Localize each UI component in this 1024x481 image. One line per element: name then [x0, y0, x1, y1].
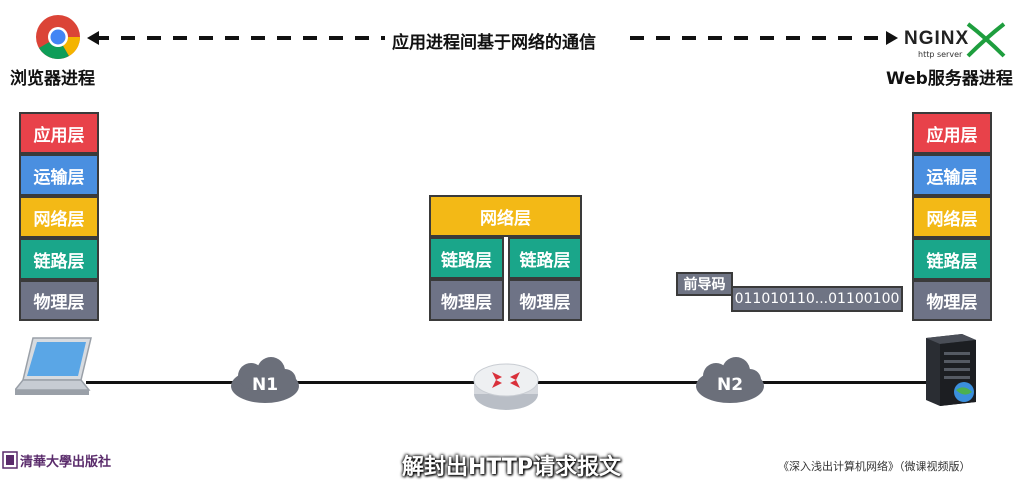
bitstream-box: 011010110...01100100 [731, 286, 903, 312]
cloud-n1-label: N1 [252, 375, 278, 395]
preamble-box: 前导码 [676, 272, 733, 296]
browser-process-label: 浏览器进程 [10, 69, 95, 89]
chrome-icon [35, 14, 81, 60]
left-application-layer: 应用层 [19, 112, 99, 154]
left-physical-layer: 物理层 [19, 280, 99, 321]
publisher-logo: 清華大學出版社 [2, 449, 111, 473]
router-icon [472, 360, 540, 412]
cloud-n2: N2 [696, 357, 764, 403]
right-transport-layer: 运输层 [912, 154, 992, 196]
router-physical-layer-right: 物理层 [508, 279, 582, 321]
router-link-layer-left: 链路层 [429, 237, 504, 279]
cloud-n1: N1 [231, 357, 299, 403]
right-application-layer: 应用层 [912, 112, 992, 154]
communication-arrow [87, 31, 898, 45]
server-icon [918, 332, 982, 408]
laptop-icon [13, 334, 95, 404]
book-title: 《深入浅出计算机网络》（微课视频版） [778, 460, 971, 473]
router-physical-layer-left: 物理层 [429, 279, 504, 321]
left-network-layer: 网络层 [19, 196, 99, 238]
nginx-logo-subtext: http server [918, 50, 963, 59]
right-network-layer: 网络层 [912, 196, 992, 238]
router-link-layer-right: 链路层 [508, 237, 582, 279]
nginx-logo: NGINX http server [900, 20, 1010, 64]
video-subtitle: 解封出HTTP请求报文 [402, 455, 622, 480]
right-link-layer: 链路层 [912, 238, 992, 280]
communication-caption: 应用进程间基于网络的通信 [392, 33, 596, 53]
router-network-layer: 网络层 [429, 195, 582, 237]
web-server-process-label: Web服务器进程 [886, 69, 1013, 89]
right-physical-layer: 物理层 [912, 280, 992, 321]
left-transport-layer: 运输层 [19, 154, 99, 196]
nginx-logo-text: NGINX [904, 28, 970, 49]
publisher-name: 清華大學出版社 [20, 455, 112, 470]
cloud-n2-label: N2 [717, 375, 743, 395]
left-link-layer: 链路层 [19, 238, 99, 280]
